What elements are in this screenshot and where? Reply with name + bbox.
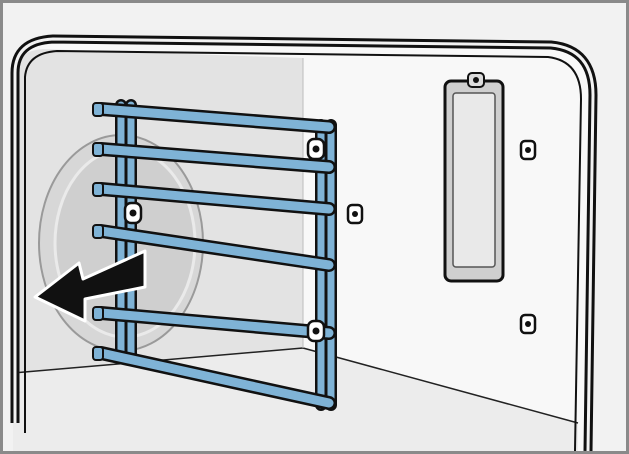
mounting-hole-icon [346, 139, 537, 335]
removal-arrow-icon [33, 249, 147, 323]
side-rack-icon [92, 99, 337, 411]
oven-cavity-icon [3, 3, 626, 451]
light-cover-icon [443, 72, 505, 283]
